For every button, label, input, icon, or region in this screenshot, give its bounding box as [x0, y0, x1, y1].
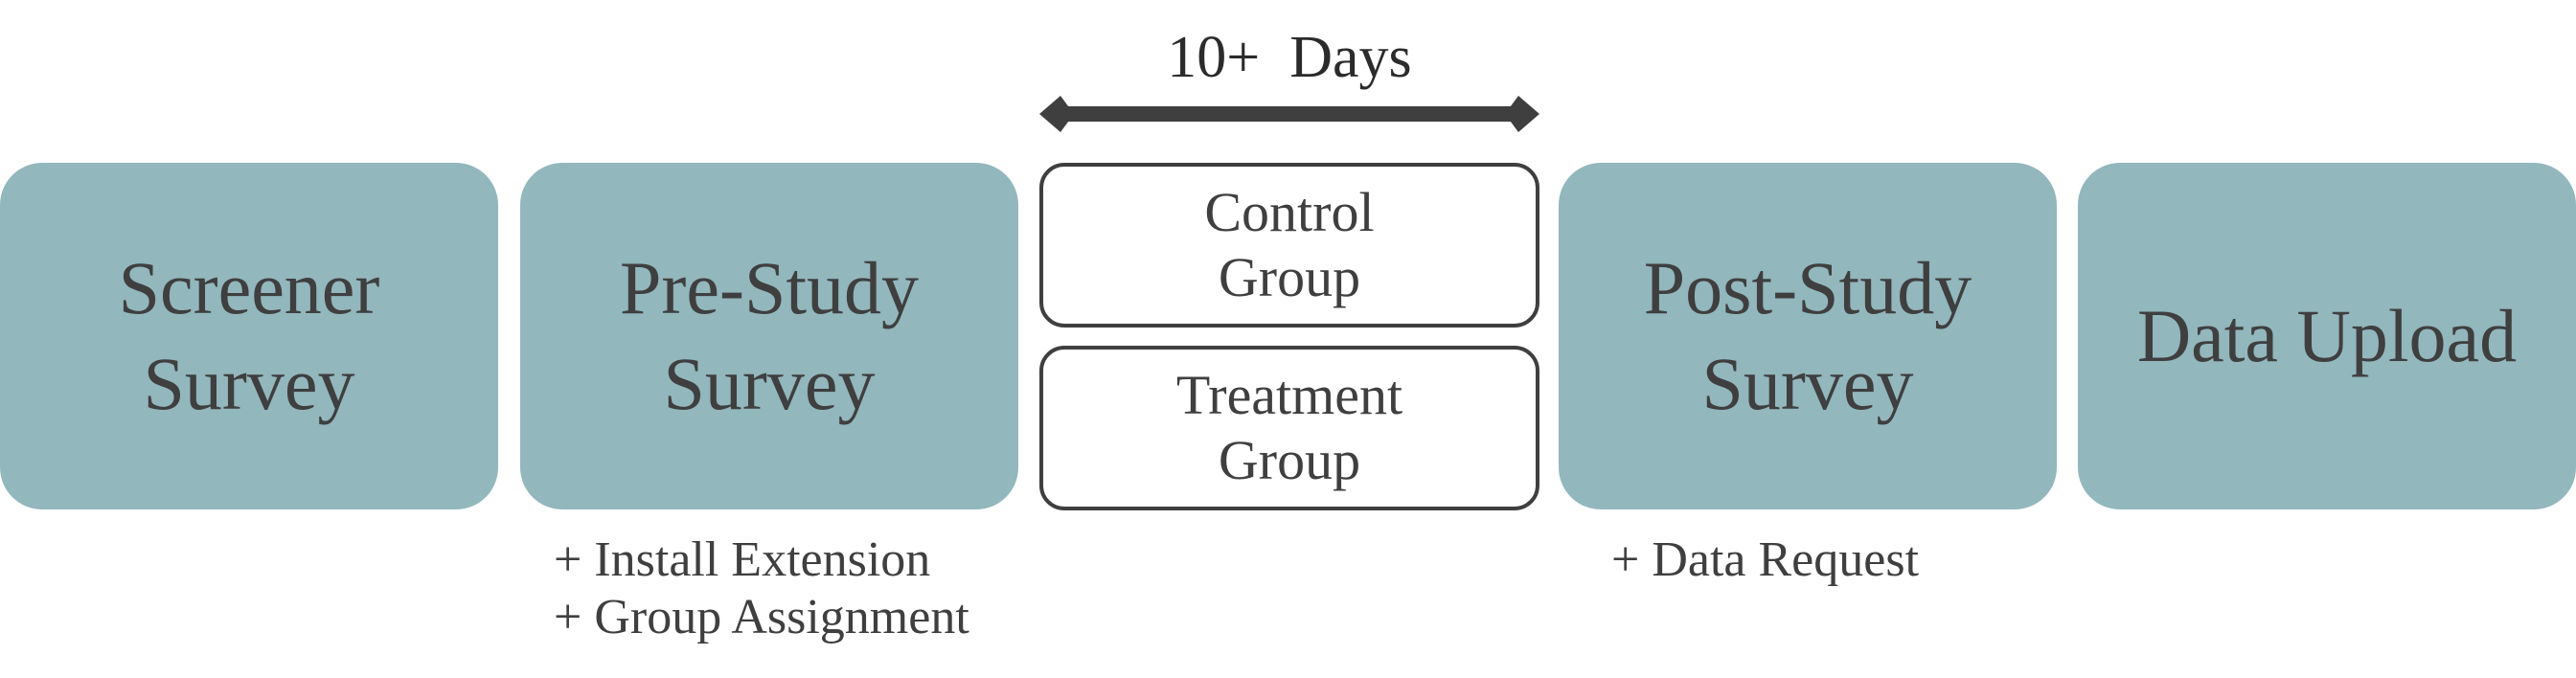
control-group-label: Control Group — [1204, 181, 1375, 308]
note-group-assignment: + Group Assignment — [554, 590, 969, 644]
note-install-extension: + Install Extension — [554, 532, 931, 587]
step-label: Pre-Study Survey — [620, 246, 919, 425]
step-label: Data Upload — [2136, 294, 2518, 377]
duration-double-arrow — [1039, 96, 1539, 132]
note-data-request: + Data Request — [1611, 532, 1920, 587]
control-group-box: Control Group — [1039, 163, 1539, 328]
step-label: Post-Study Survey — [1643, 246, 1972, 425]
step-data-upload: Data Upload — [2078, 163, 2576, 509]
treatment-group-box: Treatment Group — [1039, 346, 1539, 510]
duration-arrow-left-head — [1039, 96, 1074, 132]
duration-arrow-right-head — [1505, 96, 1539, 132]
treatment-group-label: Treatment Group — [1175, 364, 1403, 491]
step-pre-study-survey: Pre-Study Survey — [520, 163, 1018, 509]
step-post-study-survey: Post-Study Survey — [1559, 163, 2057, 509]
step-label: Screener Survey — [118, 246, 380, 425]
duration-label: 10+ Days — [1167, 25, 1412, 90]
step-screener-survey: Screener Survey — [0, 163, 498, 509]
